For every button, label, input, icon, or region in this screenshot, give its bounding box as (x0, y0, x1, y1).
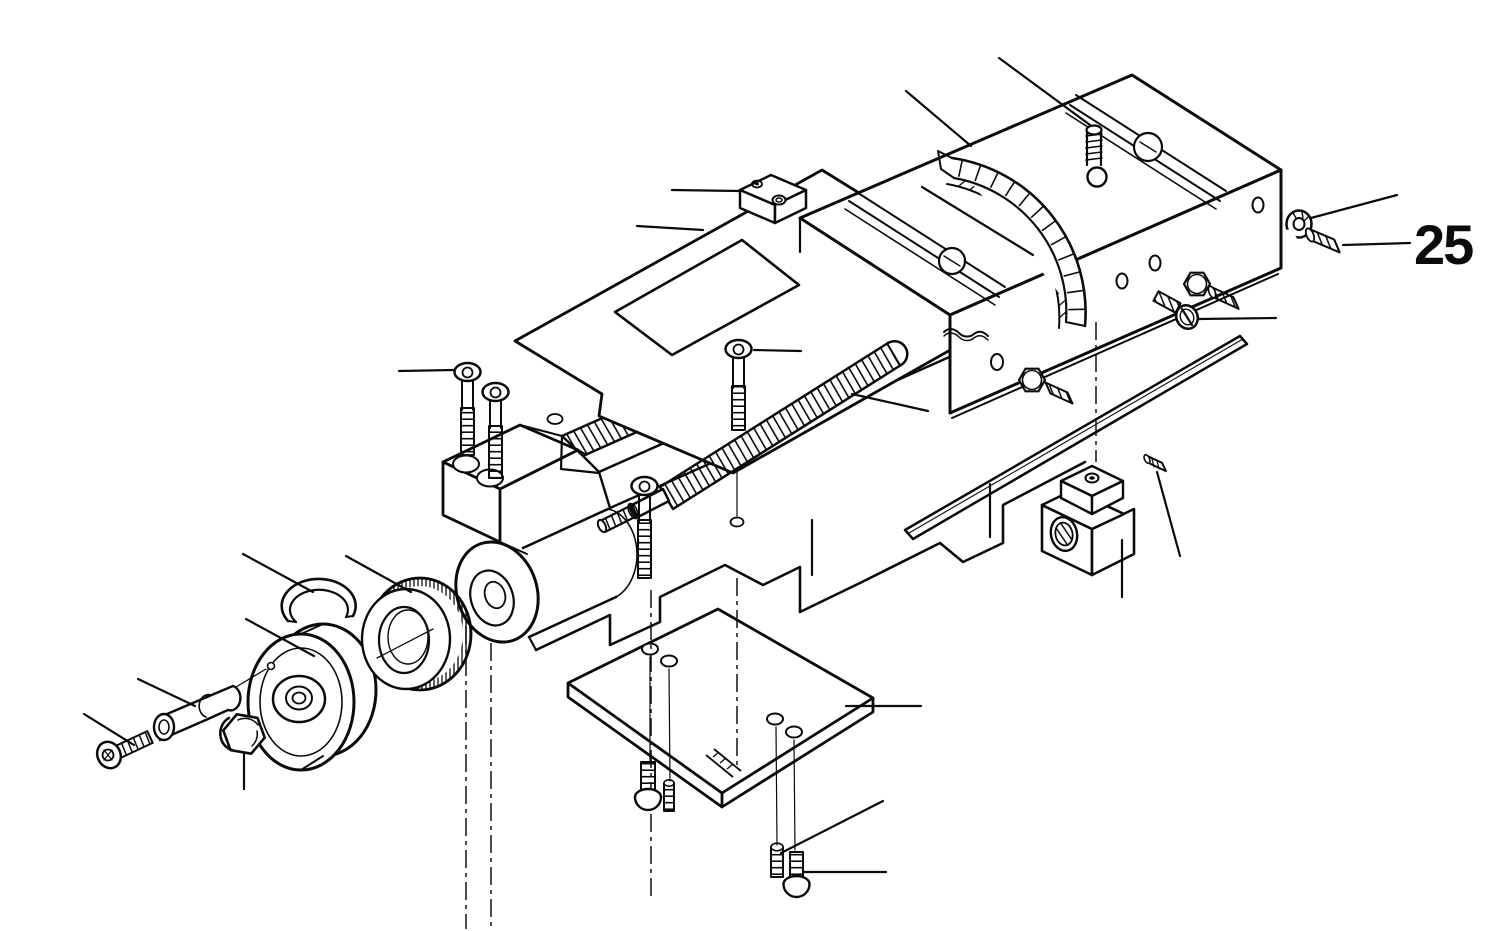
handwheel-group (95, 576, 473, 772)
leader-handwheel (244, 617, 316, 658)
leader-lines (82, 56, 1412, 874)
leader-dial-ring (344, 554, 413, 594)
dowel-pin (1143, 453, 1167, 473)
leader-clamp-block (670, 188, 742, 193)
fasteners (453, 209, 1341, 899)
set-screw-bottom-left (663, 778, 675, 812)
leader-degree-scale (904, 89, 973, 148)
cap-screw-bottom-right (782, 851, 811, 899)
pivot-stud (1085, 124, 1103, 167)
cap-screw-saddle (630, 475, 659, 579)
leader-set-screw-25 (1341, 241, 1412, 247)
set-screw-upper (1207, 285, 1240, 310)
hex-nut-upper (1182, 271, 1212, 297)
set-screw-mid (1044, 381, 1074, 405)
handwheel-nut (219, 713, 266, 755)
set-screw-bottom-right (770, 842, 784, 878)
leader-set-screw-br (779, 799, 885, 855)
handwheel (246, 622, 378, 772)
centerlines (465, 322, 1097, 929)
cap-screw-left-1 (453, 361, 482, 456)
leadscrew-nut-block (1040, 464, 1136, 577)
leader-handle-sleeve (136, 677, 197, 708)
tee-slot-grooves (844, 94, 1227, 306)
hex-nut-mid (1017, 367, 1047, 393)
leader-leadscrew (850, 392, 930, 413)
cap-screw-bottom-left (633, 761, 663, 812)
set-screw-25 (1304, 227, 1341, 254)
leader-cap-screws-left (397, 368, 456, 373)
leader-cap-screw-plate (752, 348, 803, 353)
slotted-screw (1152, 290, 1200, 330)
leader-dowel-pin (1155, 470, 1182, 558)
retaining-ring (280, 577, 357, 624)
leader-pivot-stud (997, 56, 1092, 127)
leader-retaining-ring (241, 552, 315, 594)
cap-screw-plate (724, 338, 753, 431)
gib-strip (903, 334, 1249, 541)
leader-washer-25 (1309, 193, 1399, 220)
leader-handle-screw (82, 712, 136, 747)
clamp-block (738, 173, 808, 225)
leader-cover-plate (635, 224, 705, 232)
leader-swivel-base (920, 185, 1035, 257)
detent-ball (1086, 166, 1108, 188)
swivel-base (798, 73, 1283, 419)
retainer-plate (566, 607, 875, 809)
leader-slotted-screw (1197, 316, 1278, 321)
handle-mounting-hole (266, 661, 276, 671)
cap-screw-left-2 (481, 381, 510, 479)
cover-plate-window (613, 238, 801, 357)
degree-scale (937, 150, 1087, 329)
callout-25-label: 25 (1414, 213, 1473, 276)
graduated-dial-ring (360, 576, 473, 692)
